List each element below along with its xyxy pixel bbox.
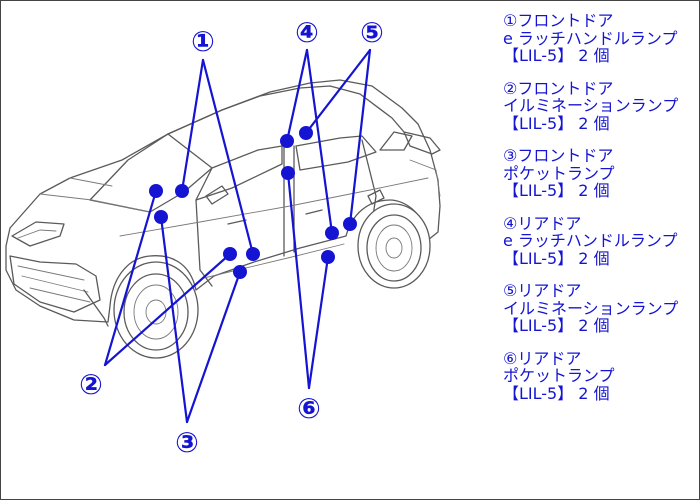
callout-5: ⑤ [360,16,384,49]
car-headlight [11,221,65,247]
legend-item-5-spec: 【LIL-5】 2 個 [503,316,610,335]
callout-2: ② [79,368,103,401]
lamp-dot-3b [233,265,247,279]
leader-1a [180,58,205,193]
leader-1b [201,58,255,256]
callout-6: ⑥ [297,392,321,425]
car-illustration [5,79,441,359]
legend-item-2-spec: 【LIL-5】 2 個 [503,113,610,133]
legend-item-3-spec: 【LIL-5】 2 個 [503,181,610,200]
leader-4a [285,48,309,143]
callout-4: ④ [295,16,319,49]
lamp-dot-2b [223,247,237,261]
lamp-dot-1b [246,247,260,261]
callout-numbers: ① ② ③ ④ ⑤ ⑥ [79,16,384,459]
car-front-window [195,145,283,201]
car-fog-detail [83,289,109,327]
lamp-dot-5a [299,126,313,140]
lamp-dot-1a [175,184,189,198]
legend-item-1: ①フロントドア e ラッチハンドルランプ 【LIL-5】 2 個 [503,12,698,65]
lamp-dot-6a [281,166,295,180]
lamp-dot-6b [321,250,335,264]
lamp-dot-3a [154,210,168,224]
callout-3: ③ [175,426,199,459]
car-rear-wheel [357,203,431,289]
car-character-line [119,177,429,237]
legend-item-4-spec: 【LIL-5】 2 個 [503,248,610,268]
legend-item-1-spec: 【LIL-5】 2 個 [503,46,610,65]
car-rear-fender [409,159,441,197]
callout-1: ① [191,25,215,58]
legend-item-3-lamp: ポケットランプ [503,163,615,183]
legend-item-6: ⑥リアドア ポケットランプ 【LIL-5】 2 個 [503,348,698,403]
legend-item-4: ④リアドア e ラッチハンドルランプ 【LIL-5】 2 個 [503,213,698,268]
legend-item-3-location: ③フロントドア [503,146,614,165]
legend-item-6-location: ⑥リアドア [503,348,582,368]
leader-lines [103,48,372,424]
car-grille-slat-3 [29,287,91,303]
car-grille-slat-2 [21,275,89,293]
leader-2b [103,252,232,367]
legend-item-2: ②フロントドア イルミネーションランプ 【LIL-5】 2 個 [503,78,698,133]
legend-item-6-lamp: ポケットランプ [503,366,615,385]
legend-item-5-lamp: イルミネーションランプ [503,298,679,318]
lamp-dot-2a [149,184,163,198]
legend-item-5-location: ⑤リアドア [503,281,582,300]
car-windshield [89,133,213,213]
car-hood-line [39,193,151,213]
car-quarter-window [379,131,413,151]
car-rear-lamp [403,131,441,155]
lamp-dot-4b [325,226,339,240]
legend-item-3: ③フロントドア ポケットランプ 【LIL-5】 2 個 [503,147,698,200]
legend-item-5: ⑤リアドア イルミネーションランプ 【LIL-5】 2 個 [503,282,698,335]
lamp-dots [149,126,357,279]
car-roof-line [167,85,405,135]
car-hood-line-2 [69,177,113,187]
car-front-wheel [113,261,199,359]
legend-item-4-location: ④リアドア [503,213,582,233]
leader-6a [286,171,311,390]
car-headlight-inner [17,229,57,239]
leader-3a [159,215,189,424]
leader-2a [103,189,158,367]
car-fuel-door [367,189,385,205]
leader-6b [307,255,330,390]
car-rear-handle [305,209,323,215]
lamp-dot-5b [343,217,357,231]
legend-item-4-lamp: e ラッチハンドルランプ [503,231,678,250]
legend-item-2-lamp: イルミネーションランプ [503,96,679,115]
car-rear-window [295,135,377,171]
legend-item-1-lamp: e ラッチハンドルランプ [503,28,678,48]
leader-4b [305,48,334,235]
lamp-legend: ①フロントドア e ラッチハンドルランプ 【LIL-5】 2 個 ②フロントドア… [503,12,698,417]
legend-item-6-spec: 【LIL-5】 2 個 [503,383,610,403]
lamp-dot-4a [280,134,294,148]
car-side-mirror [205,185,229,205]
car-front-door-line [195,199,213,287]
car-front-handle [227,219,247,225]
legend-item-2-location: ②フロントドア [503,78,614,98]
car-grille-slat-1 [17,265,85,281]
leader-3b [185,270,242,424]
leader-5a [304,48,372,135]
leader-5b [348,48,372,226]
legend-item-1-location: ①フロントドア [503,11,614,30]
car-grille [9,255,101,313]
